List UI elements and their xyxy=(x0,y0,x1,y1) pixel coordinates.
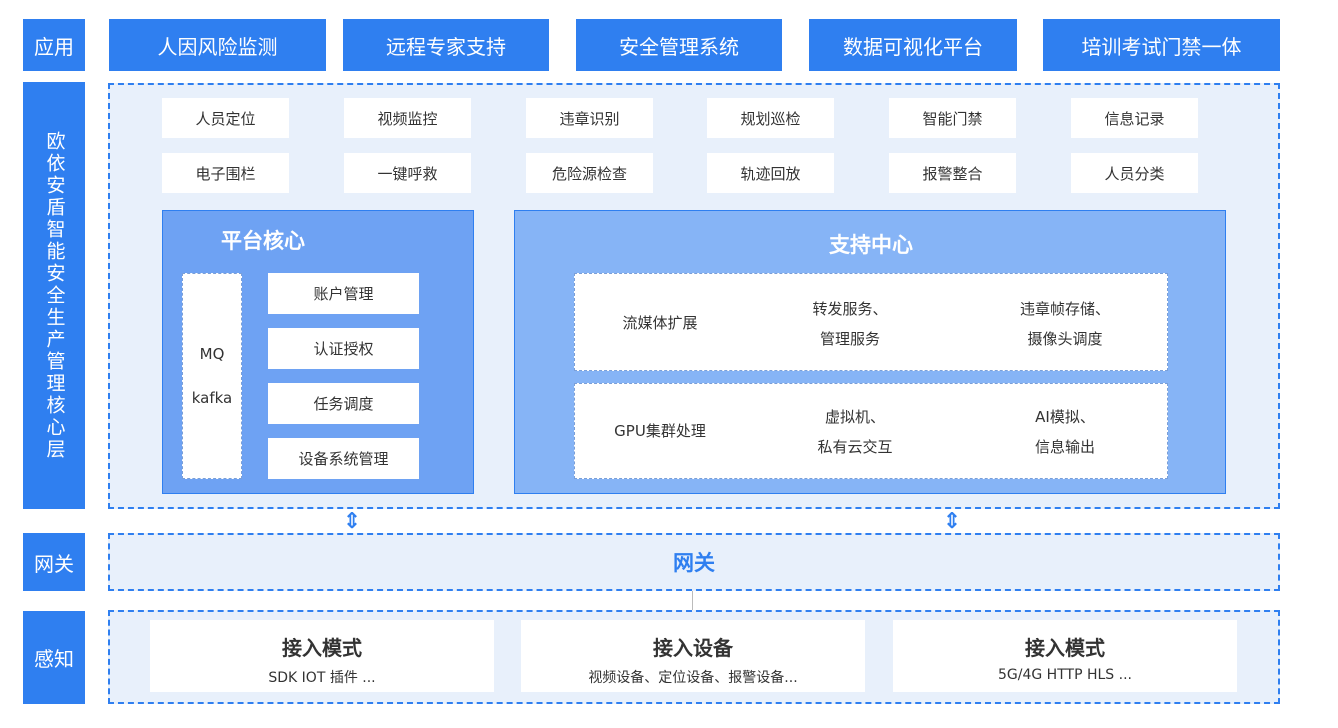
feature-personnel-classification[interactable]: 人员分类 xyxy=(1071,153,1198,193)
ai-simulation-line1: AI模拟、 xyxy=(1035,408,1095,426)
label-gateway-text: 网关 xyxy=(34,551,74,576)
platform-core-panel: 平台核心 MQ kafka 账户管理 认证授权 任务调度 设备系统管理 xyxy=(162,210,474,494)
feature-label: 规划巡检 xyxy=(740,109,801,128)
label-app-text: 应用 xyxy=(34,34,74,59)
feature-one-key-sos[interactable]: 一键呼救 xyxy=(344,153,471,193)
feature-violation-recognition[interactable]: 违章识别 xyxy=(526,98,653,138)
feature-personnel-positioning[interactable]: 人员定位 xyxy=(162,98,289,138)
label-gateway: 网关 xyxy=(23,533,85,591)
access-device-title: 接入设备 xyxy=(653,636,733,660)
up-down-arrow-icon: ⇕ xyxy=(342,509,362,534)
forwarding-service-line1: 转发服务、 xyxy=(812,300,888,318)
feature-label: 一键呼救 xyxy=(377,164,438,183)
app-label: 安全管理系统 xyxy=(619,34,739,59)
feature-label: 人员定位 xyxy=(195,109,256,128)
feature-label: 视频监控 xyxy=(377,109,438,128)
account-management[interactable]: 账户管理 xyxy=(268,273,419,314)
label-core-layer-text: 欧依安盾智能安全生产管理核心层 xyxy=(43,130,66,461)
virtual-machine: 虚拟机、 私有云交互 xyxy=(765,402,945,462)
app-label: 远程专家支持 xyxy=(386,34,506,59)
feature-label: 人员分类 xyxy=(1104,164,1165,183)
app-safety-management[interactable]: 安全管理系统 xyxy=(576,19,782,71)
access-device-subtitle: 视频设备、定位设备、报警设备... xyxy=(588,670,798,686)
gateway-title: 网关 xyxy=(673,551,715,575)
violation-frame-storage-line1: 违章帧存储、 xyxy=(1019,300,1110,318)
label-app: 应用 xyxy=(23,19,85,71)
feature-planned-inspection[interactable]: 规划巡检 xyxy=(707,98,834,138)
app-label: 培训考试门禁一体 xyxy=(1081,34,1242,59)
virtual-machine-line1: 虚拟机、 xyxy=(824,408,885,426)
streaming-expansion: 流媒体扩展 xyxy=(622,314,698,332)
gateway-region: 网关 xyxy=(108,533,1280,591)
core-item-label: 账户管理 xyxy=(313,285,374,303)
core-item-label: 认证授权 xyxy=(313,340,374,358)
label-core-layer: 欧依安盾智能安全生产管理核心层 xyxy=(23,82,85,509)
ai-simulation: AI模拟、 信息输出 xyxy=(975,402,1155,462)
violation-frame-storage-line2: 摄像头调度 xyxy=(1027,330,1103,348)
up-down-arrow-icon: ⇕ xyxy=(942,509,962,534)
connector-line xyxy=(692,591,693,610)
access-protocol-subtitle: 5G/4G HTTP HLS ... xyxy=(998,667,1132,683)
feature-hazard-check[interactable]: 危险源检查 xyxy=(526,153,653,193)
feature-info-record[interactable]: 信息记录 xyxy=(1071,98,1198,138)
kafka-label: kafka xyxy=(191,389,233,407)
mq-kafka-box: MQ kafka xyxy=(182,273,242,479)
feature-alarm-integration[interactable]: 报警整合 xyxy=(889,153,1016,193)
label-perception: 感知 xyxy=(23,611,85,704)
gpu-cluster: GPU集群处理 xyxy=(614,422,706,440)
support-row-gpu: GPU集群处理 虚拟机、 私有云交互 AI模拟、 信息输出 xyxy=(574,383,1168,479)
mq-label: MQ xyxy=(199,345,225,363)
app-remote-expert-support[interactable]: 远程专家支持 xyxy=(343,19,549,71)
access-mode-title: 接入模式 xyxy=(282,636,362,660)
forwarding-service: 转发服务、 管理服务 xyxy=(765,294,935,354)
feature-track-playback[interactable]: 轨迹回放 xyxy=(707,153,834,193)
support-row-streaming: 流媒体扩展 转发服务、 管理服务 违章帧存储、 摄像头调度 xyxy=(574,273,1168,371)
core-item-label: 设备系统管理 xyxy=(298,450,389,468)
feature-label: 报警整合 xyxy=(922,164,983,183)
platform-core-title: 平台核心 xyxy=(221,229,305,253)
access-device-card[interactable]: 接入设备 视频设备、定位设备、报警设备... xyxy=(521,620,865,692)
app-data-visualization[interactable]: 数据可视化平台 xyxy=(809,19,1017,71)
feature-smart-access[interactable]: 智能门禁 xyxy=(889,98,1016,138)
feature-label: 信息记录 xyxy=(1104,109,1165,128)
violation-frame-storage: 违章帧存储、 摄像头调度 xyxy=(975,294,1155,354)
support-center-title: 支持中心 xyxy=(829,233,913,257)
feature-label: 智能门禁 xyxy=(922,109,983,128)
app-training-exam-access[interactable]: 培训考试门禁一体 xyxy=(1043,19,1280,71)
feature-label: 轨迹回放 xyxy=(740,164,801,183)
app-label: 人因风险监测 xyxy=(157,34,278,59)
access-protocol-card[interactable]: 接入模式 5G/4G HTTP HLS ... xyxy=(893,620,1237,692)
feature-video-monitoring[interactable]: 视频监控 xyxy=(344,98,471,138)
app-human-risk-monitoring[interactable]: 人因风险监测 xyxy=(109,19,326,71)
core-item-label: 任务调度 xyxy=(313,395,374,413)
feature-label: 违章识别 xyxy=(559,109,620,128)
app-label: 数据可视化平台 xyxy=(843,34,983,59)
task-scheduling[interactable]: 任务调度 xyxy=(268,383,419,424)
support-center-panel: 支持中心 流媒体扩展 转发服务、 管理服务 违章帧存储、 摄像头调度 GPU集群… xyxy=(514,210,1226,494)
access-protocol-title: 接入模式 xyxy=(1025,636,1105,660)
forwarding-service-line2: 管理服务 xyxy=(819,330,880,348)
access-mode-card[interactable]: 接入模式 SDK IOT 插件 ... xyxy=(150,620,494,692)
device-system-management[interactable]: 设备系统管理 xyxy=(268,438,419,479)
virtual-machine-line2: 私有云交互 xyxy=(817,438,893,456)
authentication-authorization[interactable]: 认证授权 xyxy=(268,328,419,369)
feature-label: 电子围栏 xyxy=(195,164,256,183)
feature-label: 危险源检查 xyxy=(551,164,627,183)
feature-electronic-fence[interactable]: 电子围栏 xyxy=(162,153,289,193)
label-perception-text: 感知 xyxy=(34,647,74,671)
ai-simulation-line2: 信息输出 xyxy=(1034,438,1095,456)
access-mode-subtitle: SDK IOT 插件 ... xyxy=(268,670,376,686)
